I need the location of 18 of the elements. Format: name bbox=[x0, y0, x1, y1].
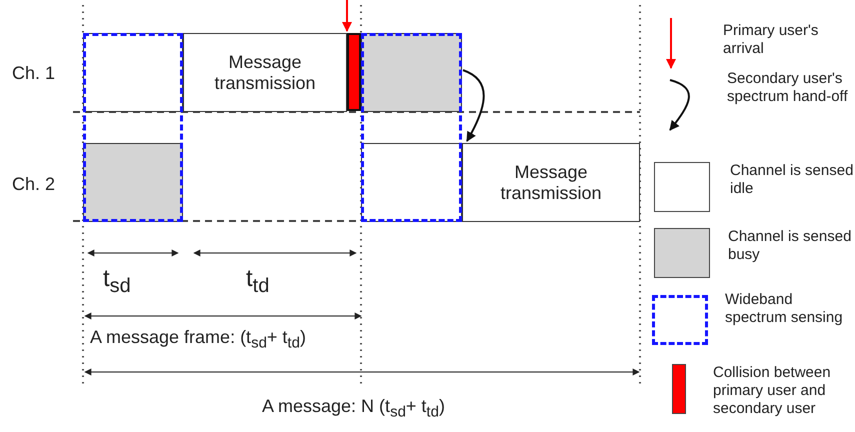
channel-label: Ch. 2 bbox=[12, 174, 56, 195]
duration-label: t$_{sd}$ bbox=[103, 265, 131, 298]
transmission-slot: Message transmission bbox=[462, 143, 640, 222]
channel-slot bbox=[83, 143, 183, 222]
arrow bbox=[462, 69, 485, 142]
legend-label: Collision between primary user and secondary user bbox=[713, 364, 832, 418]
message-duration-label: A message: N (t$_{sd}$+ t$_{td}$) bbox=[262, 396, 445, 421]
frame-duration-label: A message frame: (t$_{sd}$+ t$_{td}$) bbox=[90, 327, 306, 352]
transmission-slot: Message transmission bbox=[183, 33, 347, 112]
arrow bbox=[342, 0, 352, 32]
duration-label: t$_{td}$ bbox=[246, 265, 270, 298]
legend-label: Channel is sensed busy bbox=[728, 228, 852, 264]
legend-label: Channel is sensed idle bbox=[730, 162, 854, 198]
legend-label: Wideband spectrum sensing bbox=[725, 291, 844, 327]
legend-label: Primary user's arrival bbox=[723, 22, 820, 58]
legend-label: Secondary user's spectrum hand-off bbox=[727, 70, 849, 106]
channel-label: Ch. 1 bbox=[12, 63, 56, 84]
collision-bar bbox=[347, 33, 361, 111]
